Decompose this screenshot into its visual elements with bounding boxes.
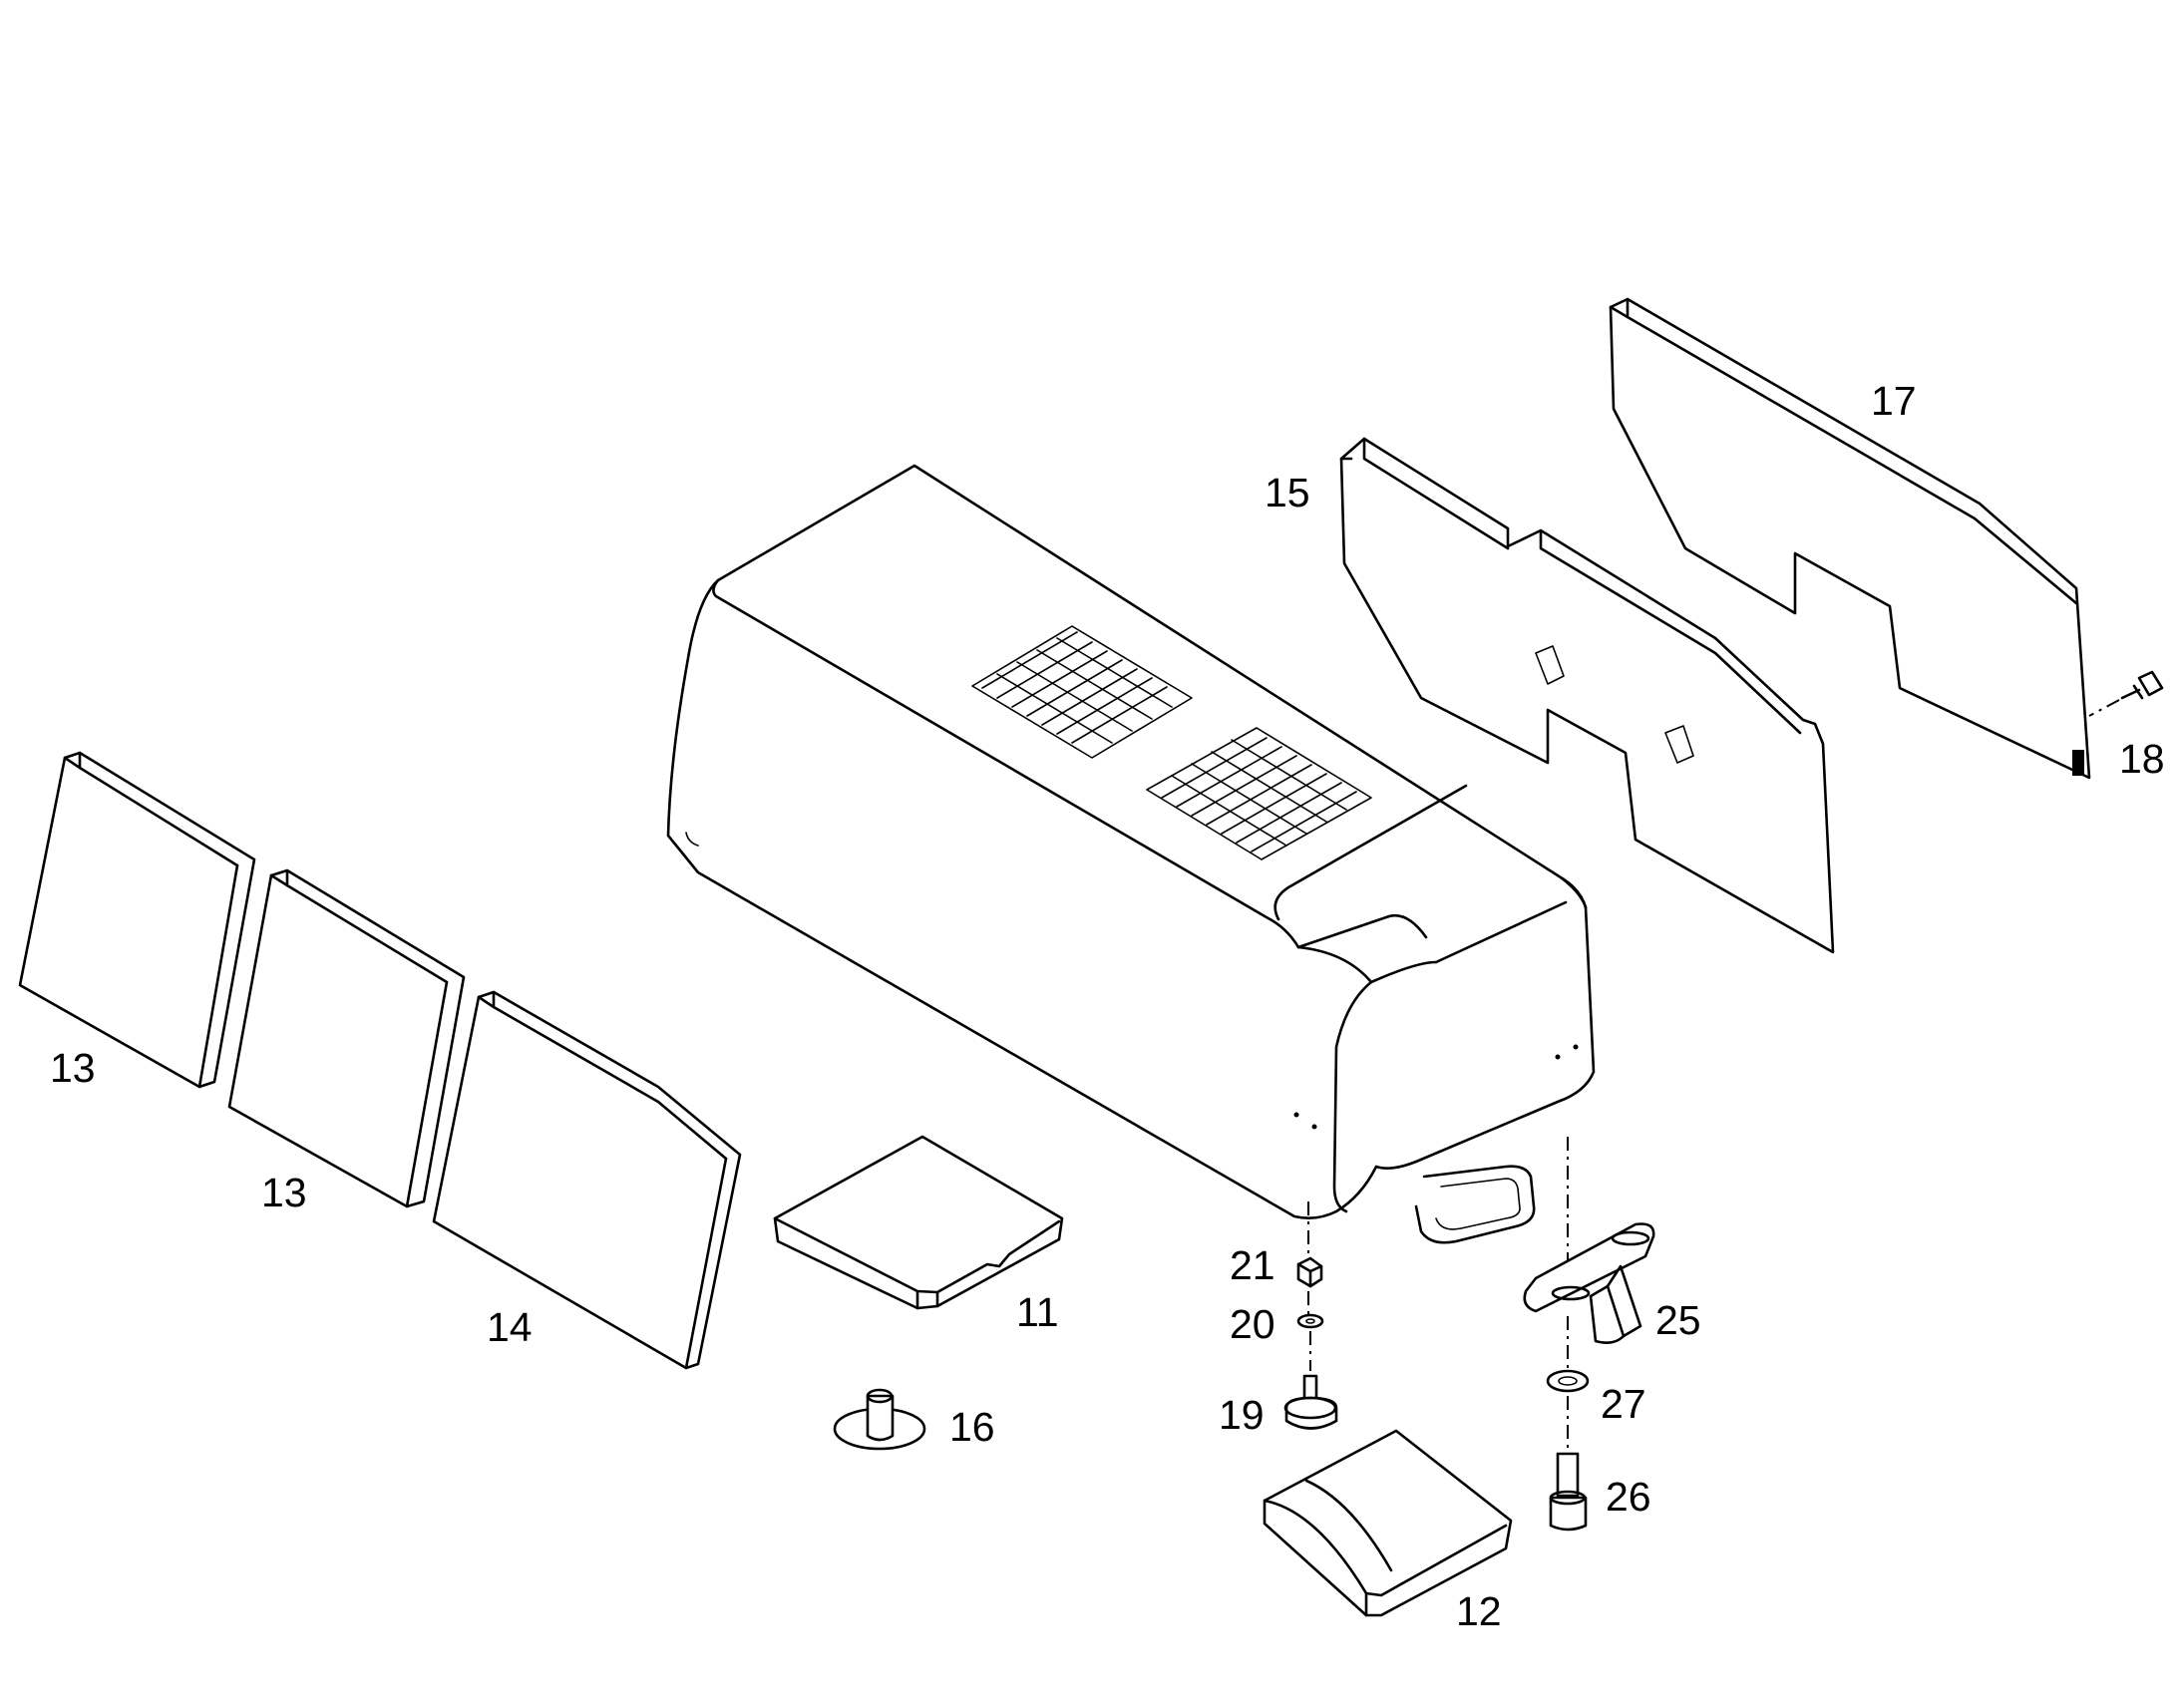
vent-grille-upper: [971, 625, 1193, 759]
callout-11: 11: [1016, 1289, 1059, 1335]
block-11: [773, 1135, 1064, 1310]
callout-18: 18: [2119, 736, 2165, 782]
pad-13-left: [18, 751, 256, 1089]
pad-12: [1263, 1429, 1513, 1617]
cover-housing: [666, 464, 1596, 1244]
pad-14: [432, 990, 742, 1370]
pad-13-middle: [227, 868, 466, 1208]
callout-16: 16: [949, 1404, 995, 1450]
callout-25: 25: [1655, 1297, 1701, 1343]
callout-labels: 11 12 13 13 14 15 16 17 18 19 20 21 25 2…: [50, 378, 2165, 1634]
fastener-stack-right: [1546, 1316, 1590, 1532]
fastener-stack-left: [1283, 1201, 1338, 1430]
callout-17: 17: [1871, 378, 1917, 424]
panel-15: [1339, 437, 1835, 954]
stand-16: [833, 1388, 926, 1451]
callout-26: 26: [1606, 1474, 1651, 1520]
bracket-25: [1523, 1137, 1655, 1344]
callout-14: 14: [487, 1304, 533, 1350]
bolt-18: [2088, 670, 2164, 717]
panel-17: [1609, 297, 2091, 780]
callout-20: 20: [1230, 1301, 1275, 1347]
callout-12: 12: [1456, 1588, 1502, 1634]
callout-13-left: 13: [50, 1045, 96, 1091]
callout-15: 15: [1265, 470, 1310, 515]
callout-13-middle: 13: [261, 1170, 307, 1215]
callout-21: 21: [1230, 1242, 1275, 1288]
vent-grille-lower: [1146, 727, 1372, 860]
callout-19: 19: [1219, 1392, 1265, 1438]
callout-27: 27: [1601, 1381, 1646, 1427]
